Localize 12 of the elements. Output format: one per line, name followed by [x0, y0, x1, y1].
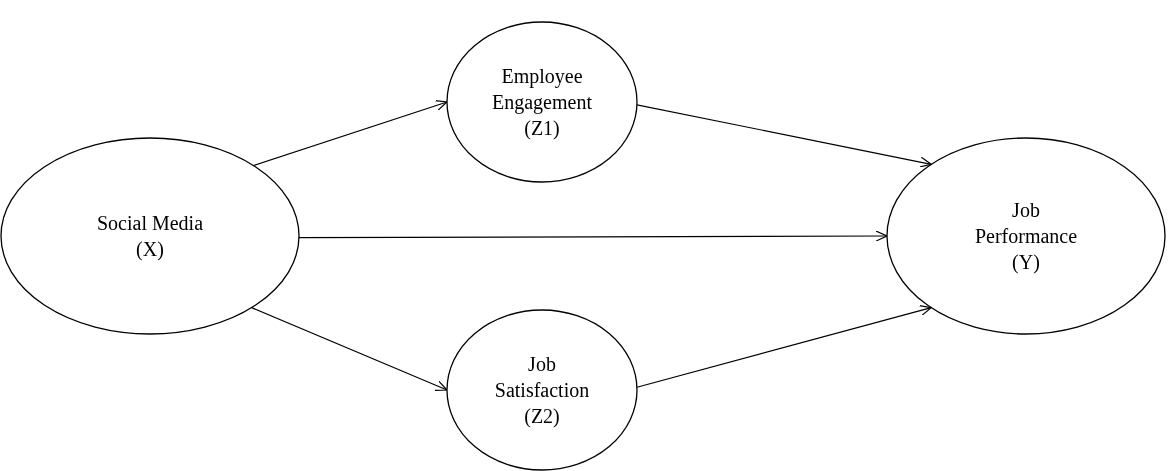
- node-label: Job Performance: [973, 198, 1079, 249]
- variable-code: (Y): [1012, 250, 1040, 275]
- arrow: [251, 307, 448, 391]
- variable-code: (Z2): [524, 404, 560, 429]
- variable-code: (X): [136, 237, 164, 262]
- variable-code: (Z1): [524, 116, 560, 141]
- node-label: Employee Engagement: [491, 64, 593, 115]
- node-label: Social Media: [96, 211, 204, 236]
- arrow: [252, 100, 448, 167]
- arrow: [636, 104, 932, 168]
- node-label: Job Satisfaction: [493, 352, 591, 403]
- arrow: [636, 305, 932, 388]
